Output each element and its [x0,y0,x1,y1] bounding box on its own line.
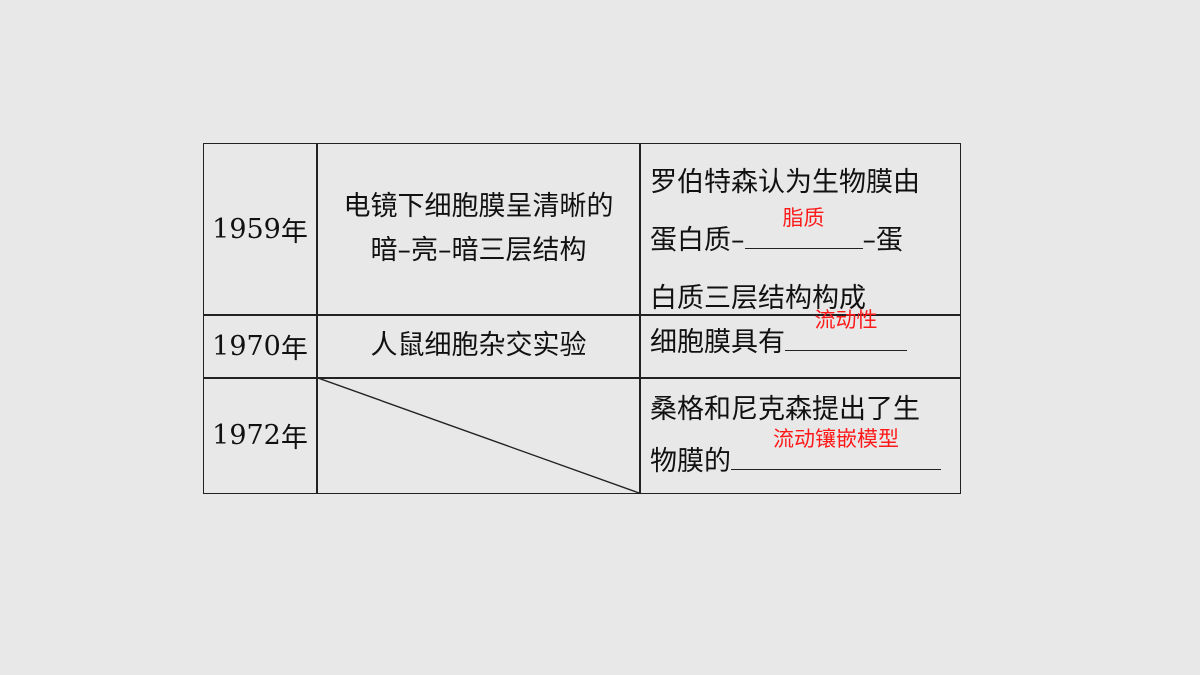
conclusion-pre-text: 物膜的 [650,446,731,477]
conclusion-line-2: 蛋白质– 脂质 –蛋 [650,207,961,270]
year-suffix: 年 [280,423,308,454]
row-1970-phenomenon: 人鼠细胞杂交实验 [318,315,639,377]
answer-text: 脂质 [782,207,825,230]
year-suffix: 年 [280,216,308,248]
phenomenon-line-2: 暗–亮–暗三层结构 [370,235,587,266]
year-suffix: 年 [280,333,308,365]
answer-blank: 流动性 [785,309,907,351]
diagonal-line [318,378,639,493]
column-divider-2 [639,144,641,493]
year-number: 1970 [212,330,281,362]
phenomenon-line-1: 电镜下细胞膜呈清晰的 [343,191,614,222]
conclusion-line-3: 白质三层结构构成 [650,283,866,314]
year-number: 1972 [212,420,281,451]
conclusion-pre-text: 细胞膜具有 [650,327,785,358]
row-1972-conclusion: 桑格和尼克森提出了生 物膜的 流动镶嵌模型 [641,384,961,492]
answer-text: 流动镶嵌模型 [773,428,899,451]
answer-text: 流动性 [814,309,878,332]
row-1959-phenomenon: 电镜下细胞膜呈清晰的 暗–亮–暗三层结构 [318,144,639,314]
conclusion-line-1: 罗伯特森认为生物膜由 [650,167,920,198]
diagonal-slash [318,378,639,493]
answer-blank: 脂质 [744,207,863,249]
phenomenon-text: 人鼠细胞杂交实验 [370,330,587,361]
column-divider-1 [316,144,318,493]
row-1959-conclusion: 罗伯特森认为生物膜由 蛋白质– 脂质 –蛋 白质三层结构构成 [641,154,961,314]
conclusion-line-2: 物膜的 流动镶嵌模型 [650,428,961,488]
row-1972-phenomenon-empty [318,378,639,493]
row-1970-conclusion: 细胞膜具有 流动性 [641,309,961,376]
conclusion-line-1: 桑格和尼克森提出了生 [650,394,920,425]
row-divider-1 [204,314,960,316]
year-number: 1959 [212,213,281,245]
conclusion-post-text: –蛋 [862,225,904,256]
row-divider-2 [204,377,960,379]
answer-blank: 流动镶嵌模型 [731,428,941,470]
conclusion-pre-text: 蛋白质– [650,225,745,256]
